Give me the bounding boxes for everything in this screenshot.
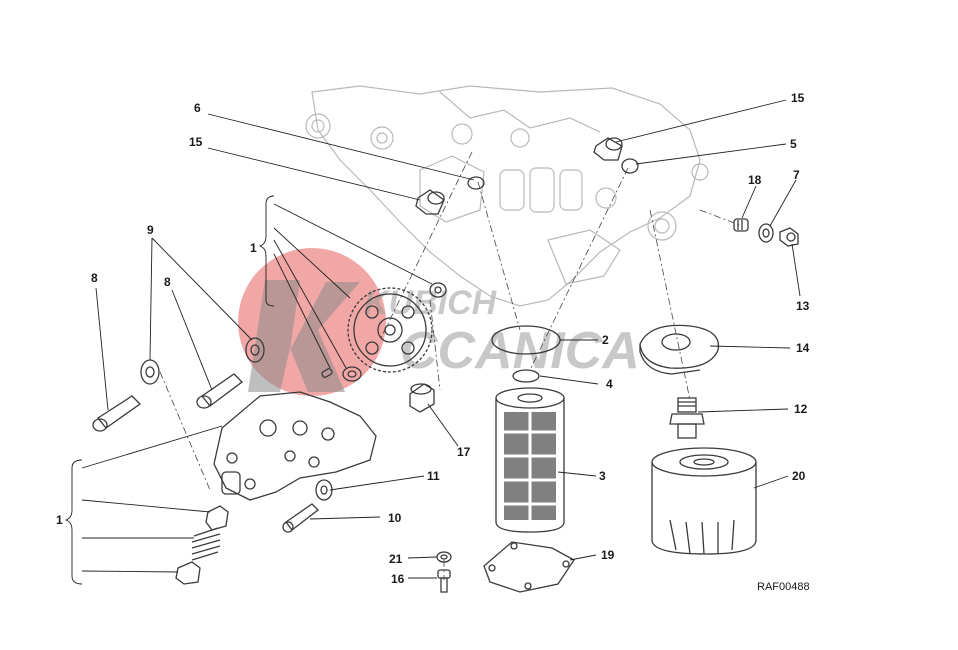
brace-group-1-upper bbox=[258, 195, 275, 307]
callout-labels: 6 15 15 5 18 7 13 14 12 20 2 4 3 19 17 1… bbox=[56, 91, 810, 586]
crankcase-outline bbox=[305, 85, 709, 307]
washer-11 bbox=[315, 479, 333, 501]
o-ring-4 bbox=[512, 369, 540, 383]
bolt-8-right bbox=[196, 373, 243, 409]
brace-group-1-lower bbox=[64, 459, 83, 585]
callout-19: 19 bbox=[601, 548, 615, 562]
washer-9-right bbox=[245, 337, 265, 363]
callout-11: 11 bbox=[427, 469, 440, 483]
callout-21: 21 bbox=[389, 552, 403, 566]
callout-6: 6 bbox=[194, 101, 201, 115]
callout-18: 18 bbox=[748, 173, 762, 187]
oil-filter-20 bbox=[651, 447, 757, 555]
relief-valve-plug bbox=[175, 561, 201, 585]
relief-valve-spring bbox=[191, 527, 221, 561]
callout-16: 16 bbox=[391, 572, 405, 586]
plate-14 bbox=[639, 324, 720, 375]
plug-13 bbox=[779, 227, 799, 247]
callout-13: 13 bbox=[796, 299, 810, 313]
drawing-code: RAF00488 bbox=[757, 581, 810, 593]
union-12 bbox=[669, 397, 705, 439]
screw-16 bbox=[437, 569, 451, 593]
cover-plate-19 bbox=[483, 541, 575, 593]
screw-10 bbox=[282, 503, 319, 533]
washer-7 bbox=[758, 223, 774, 243]
gear-key bbox=[321, 367, 333, 379]
pump-drive-gear bbox=[347, 287, 433, 373]
bushing-15-left bbox=[415, 189, 445, 215]
callout-4: 4 bbox=[606, 377, 613, 391]
callout-14: 14 bbox=[796, 341, 810, 355]
callout-5: 5 bbox=[790, 137, 797, 151]
spacer-17 bbox=[409, 383, 435, 413]
callout-9: 9 bbox=[147, 223, 154, 237]
callout-2: 2 bbox=[602, 333, 609, 347]
washer-9-left bbox=[140, 359, 160, 385]
o-ring-5 bbox=[621, 158, 639, 174]
callout-8-right: 8 bbox=[164, 275, 171, 289]
mesh-filter-3 bbox=[495, 387, 565, 533]
bolt-8-left bbox=[92, 395, 142, 432]
watermark-line-1: KUBICH bbox=[364, 284, 498, 322]
callout-12: 12 bbox=[794, 402, 808, 416]
callout-1-upper: 1 bbox=[250, 241, 257, 255]
relief-valve-piston bbox=[205, 505, 229, 531]
callout-3: 3 bbox=[599, 469, 606, 483]
bushing-15-right bbox=[593, 137, 623, 161]
callout-10: 10 bbox=[388, 511, 402, 525]
gear-washer bbox=[342, 366, 362, 382]
oil-pump-body bbox=[213, 391, 377, 501]
plug-18 bbox=[733, 218, 749, 232]
callout-1-lower: 1 bbox=[56, 513, 63, 527]
callout-8-left: 8 bbox=[91, 271, 98, 285]
callout-17: 17 bbox=[457, 445, 471, 459]
gear-bushing bbox=[429, 282, 447, 298]
callout-20: 20 bbox=[792, 469, 806, 483]
callout-15-left: 15 bbox=[189, 135, 203, 149]
callout-7: 7 bbox=[793, 168, 800, 182]
o-ring-6 bbox=[467, 176, 485, 190]
leader-lines bbox=[81, 99, 801, 579]
watermark-logo: KUBICH CCANICA bbox=[238, 248, 640, 396]
watermark-k-letter bbox=[248, 280, 360, 392]
callout-15-right: 15 bbox=[791, 91, 805, 105]
